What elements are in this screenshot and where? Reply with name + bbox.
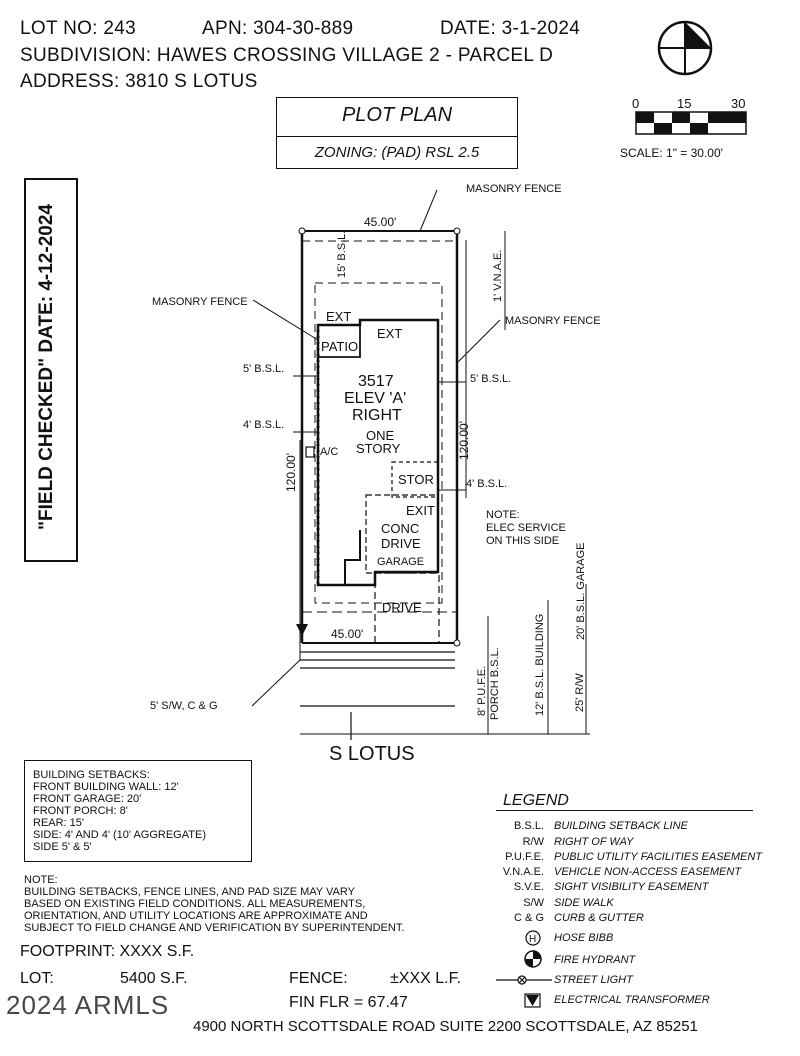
scale-mid: 15 xyxy=(677,96,692,111)
field-checked-box xyxy=(24,178,78,562)
legend-desc: SIGHT VISIBILITY EASEMENT xyxy=(554,881,709,893)
legend-abbr: V.N.A.E. xyxy=(502,866,544,878)
fence-label: FENCE: xyxy=(289,970,348,987)
stor-label: STOR xyxy=(398,472,434,487)
street-name: S LOTUS xyxy=(329,743,415,765)
zoning: ZONING: (PAD) RSL 2.5 xyxy=(314,144,480,161)
hose-bibb-icon: H xyxy=(525,930,541,946)
legend-desc: RIGHT OF WAY xyxy=(554,836,634,848)
svg-text:H: H xyxy=(529,934,536,945)
legend-abbr: B.S.L. xyxy=(514,820,544,832)
bottom-width: 45.00' xyxy=(331,627,364,641)
footprint: FOOTPRINT: XXXX S.F. xyxy=(20,943,195,960)
lot-number: LOT NO: 243 xyxy=(20,18,136,39)
scale-zero: 0 xyxy=(632,96,640,111)
watermark: 2024 ARMLS xyxy=(6,990,170,1020)
note-line: SUBJECT TO FIELD CHANGE AND VERIFICATION… xyxy=(24,922,405,934)
setbacks-title: BUILDING SETBACKS: xyxy=(33,769,150,781)
left-depth: 120.00' xyxy=(284,453,298,492)
note-line: ORIENTATION, AND UTILITY LOCATIONS ARE A… xyxy=(24,910,368,922)
apn: APN: 304-30-889 xyxy=(202,18,354,39)
orientation: RIGHT xyxy=(352,407,402,424)
note-line: BUILDING SETBACKS, FENCE LINES, AND PAD … xyxy=(24,886,355,898)
top-width: 45.00' xyxy=(364,215,397,229)
ext-label-2: EXT xyxy=(377,326,403,341)
vnae: 1' V.N.A.E. xyxy=(492,249,504,302)
garage-bsl: 20' B.S.L. GARAGE xyxy=(575,542,587,640)
legend-desc: CURB & GUTTER xyxy=(554,912,644,924)
note-elec-1: ELEC SERVICE xyxy=(486,522,566,534)
setback-row: SIDE: 4' AND 4' (10' AGGREGATE) xyxy=(33,829,206,841)
left-4-bsl: 4' B.S.L. xyxy=(243,419,285,431)
note-title: NOTE: xyxy=(486,509,520,521)
elevation: ELEV 'A' xyxy=(344,390,407,407)
setback-row: FRONT BUILDING WALL: 12' xyxy=(33,781,179,793)
scale-end: 30 xyxy=(731,96,746,111)
finish-floor: FIN FLR = 67.47 xyxy=(289,994,408,1011)
address: ADDRESS: 3810 S LOTUS xyxy=(20,71,258,92)
plan-date: DATE: 3-1-2024 xyxy=(440,18,581,39)
right-depth: 120.00' xyxy=(457,421,471,460)
legend-abbr: P.U.F.E. xyxy=(505,851,544,863)
left-5-bsl: 5' B.S.L. xyxy=(243,363,285,375)
setback-row: FRONT PORCH: 8' xyxy=(33,805,128,817)
legend-abbr: C & G xyxy=(514,912,544,924)
legend-abbr: S.V.E. xyxy=(513,881,544,893)
ext-label-1: EXT xyxy=(326,309,352,324)
setback-row: REAR: 15' xyxy=(33,817,85,829)
fire-hydrant-icon xyxy=(524,950,542,968)
subdivision: SUBDIVISION: HAWES CROSSING VILLAGE 2 - … xyxy=(20,45,554,66)
field-checked-stamp: "FIELD CHECKED" DATE: 4-12-2024 xyxy=(36,204,57,530)
rear-bsl: 15' B.S.L. xyxy=(336,230,348,278)
note-line: BASED ON EXISTING FIELD CONDITIONS. ALL … xyxy=(24,898,366,910)
drive-label: DRIVE xyxy=(381,536,421,551)
drive-label-2: DRIVE xyxy=(382,600,422,615)
garage-label: GARAGE xyxy=(377,556,425,568)
title-box: PLOT PLAN ZONING: (PAD) RSL 2.5 xyxy=(276,97,518,169)
street-light-icon xyxy=(496,975,552,985)
ac-label: A/C xyxy=(320,446,339,458)
legend-title: LEGEND xyxy=(503,792,569,809)
legend-abbr: R/W xyxy=(522,836,544,848)
right-5-bsl: 5' B.S.L. xyxy=(470,373,512,385)
stories-one: ONE xyxy=(366,428,395,443)
masonry-fence-left: MASONRY FENCE xyxy=(152,296,248,308)
legend-desc: HOSE BIBB xyxy=(554,932,614,944)
right-of-way: 25' R/W xyxy=(574,673,586,712)
lot-label: LOT: xyxy=(20,970,54,987)
masonry-fence-top: MASONRY FENCE xyxy=(466,183,562,195)
setback-row: FRONT GARAGE: 20' xyxy=(33,793,142,805)
sidewalk-curb: 5' S/W, C & G xyxy=(150,700,218,712)
masonry-fence-right: MASONRY FENCE xyxy=(505,315,601,327)
building-bsl: 12' B.S.L. BUILDING xyxy=(534,613,546,716)
setback-row: SIDE 5' & 5' xyxy=(33,841,92,853)
lot-area: 5400 S.F. xyxy=(120,970,188,987)
patio-label: PATIO xyxy=(321,339,359,354)
legend-desc: FIRE HYDRANT xyxy=(554,954,636,966)
setbacks-box: BUILDING SETBACKS: FRONT BUILDING WALL: … xyxy=(24,760,252,862)
conc-label: CONC xyxy=(381,521,420,536)
legend-desc: SIDE WALK xyxy=(554,897,614,909)
legend-desc: PUBLIC UTILITY FACILITIES EASEMENT xyxy=(554,851,763,863)
plot-plan-title: PLOT PLAN xyxy=(341,104,453,126)
porch-bsl: PORCH B.S.L. xyxy=(489,647,501,720)
legend-abbr: S/W xyxy=(523,897,544,909)
legend-rule xyxy=(496,810,753,811)
legend-desc: BUILDING SETBACK LINE xyxy=(554,820,688,832)
right-4-bsl: 4' B.S.L. xyxy=(466,478,508,490)
note-line: NOTE: xyxy=(24,874,58,886)
electrical-transformer-icon xyxy=(524,993,541,1008)
scale-label: SCALE: 1" = 30.00' xyxy=(620,146,723,160)
note-elec-2: ON THIS SIDE xyxy=(486,535,560,547)
pufe: 8' P.U.F.E. xyxy=(476,665,488,716)
exit-label: EXIT xyxy=(406,503,435,518)
fence-length: ±XXX L.F. xyxy=(390,970,462,987)
legend-desc: STREET LIGHT xyxy=(554,974,633,986)
legend-desc: VEHICLE NON-ACCESS EASEMENT xyxy=(554,866,742,878)
footer-address: 4900 NORTH SCOTTSDALE ROAD SUITE 2200 SC… xyxy=(193,1018,698,1035)
plan-number: 3517 xyxy=(358,373,394,390)
legend-desc: ELECTRICAL TRANSFORMER xyxy=(554,994,710,1006)
stories-label: STORY xyxy=(356,441,401,456)
